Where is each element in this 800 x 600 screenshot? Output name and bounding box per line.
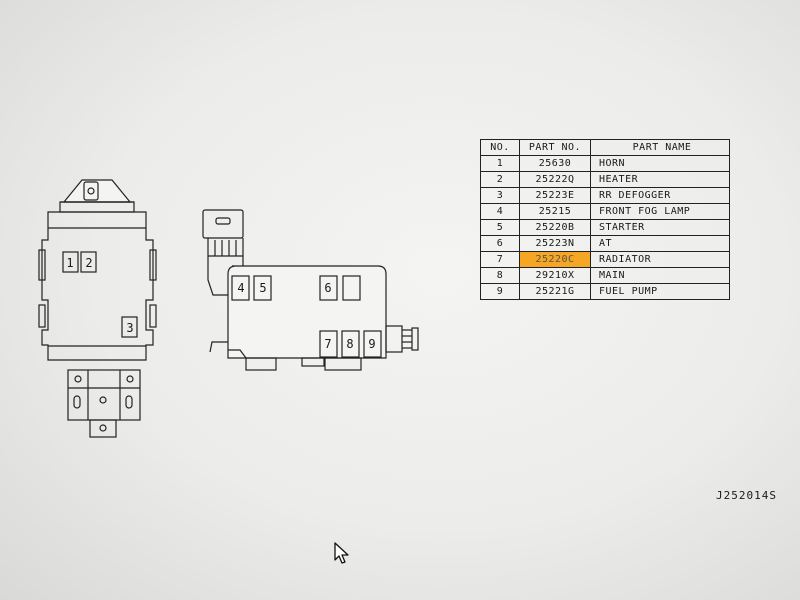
table-row: 8 29210X MAIN [480,267,730,284]
parts-table: NO. PART NO. PART NAME 1 25630 HORN 2 25… [480,139,730,300]
right-fuse-box [202,209,419,371]
row-part-name: FUEL PUMP [590,283,730,300]
row-part-no: 25221G [519,283,591,300]
row-part-name: AT [590,235,730,252]
row-no: 9 [480,283,520,300]
row-part-no: 25630 [519,155,591,172]
row-part-name: RR DEFOGGER [590,187,730,204]
fuse-4-label: 4 [237,281,244,295]
row-part-no: 25223E [519,187,591,204]
row-no: 2 [480,171,520,188]
table-row: 3 25223E RR DEFOGGER [480,187,730,204]
row-no: 6 [480,235,520,252]
row-part-name: MAIN [590,267,730,284]
fuse-3-label: 3 [126,321,133,335]
fuse-1-slot [62,251,79,273]
parts-table-header: NO. PART NO. PART NAME [480,139,730,156]
fuse-8-slot [341,330,360,358]
fuse-7-label: 7 [324,337,331,351]
drawing-code: J252014S [716,489,777,502]
row-no: 3 [480,187,520,204]
left-fuse-box [38,179,157,438]
table-row: 7 25220C RADIATOR [480,251,730,268]
row-part-no: 29210X [519,267,591,284]
row-part-no: 25220B [519,219,591,236]
row-part-name: HEATER [590,171,730,188]
fuse-6-label: 6 [324,281,331,295]
row-part-name: FRONT FOG LAMP [590,203,730,220]
row-no: 8 [480,267,520,284]
fuse-3-slot [121,316,138,338]
header-part-name: PART NAME [590,139,730,156]
fuse-7-slot [319,330,338,358]
fuse-4-slot [231,275,250,301]
row-part-no: 25215 [519,203,591,220]
table-row: 4 25215 FRONT FOG LAMP [480,203,730,220]
row-no: 4 [480,203,520,220]
fuse-8-label: 8 [346,337,353,351]
fuse-5-slot [253,275,272,301]
table-row: 1 25630 HORN [480,155,730,172]
fuse-1-label: 1 [66,256,73,270]
fuse-5-label: 5 [259,281,266,295]
mouse-cursor-icon [334,542,349,564]
row-no: 7 [480,251,520,268]
fuse-9-slot [363,330,382,358]
fuse-6-slot [319,275,338,301]
table-row: 6 25223N AT [480,235,730,252]
row-part-no: 25222Q [519,171,591,188]
table-row: 9 25221G FUEL PUMP [480,283,730,300]
row-part-name: RADIATOR [590,251,730,268]
table-row: 2 25222Q HEATER [480,171,730,188]
row-part-name: HORN [590,155,730,172]
row-no: 5 [480,219,520,236]
fuse-2-slot [80,251,97,273]
header-part-no: PART NO. [519,139,591,156]
row-no: 1 [480,155,520,172]
row-part-no: 25223N [519,235,591,252]
header-no: NO. [480,139,520,156]
row-part-name: STARTER [590,219,730,236]
fuse-2-label: 2 [85,256,92,270]
row-part-no-highlighted[interactable]: 25220C [519,251,591,268]
fuse-9-label: 9 [368,337,375,351]
table-row: 5 25220B STARTER [480,219,730,236]
